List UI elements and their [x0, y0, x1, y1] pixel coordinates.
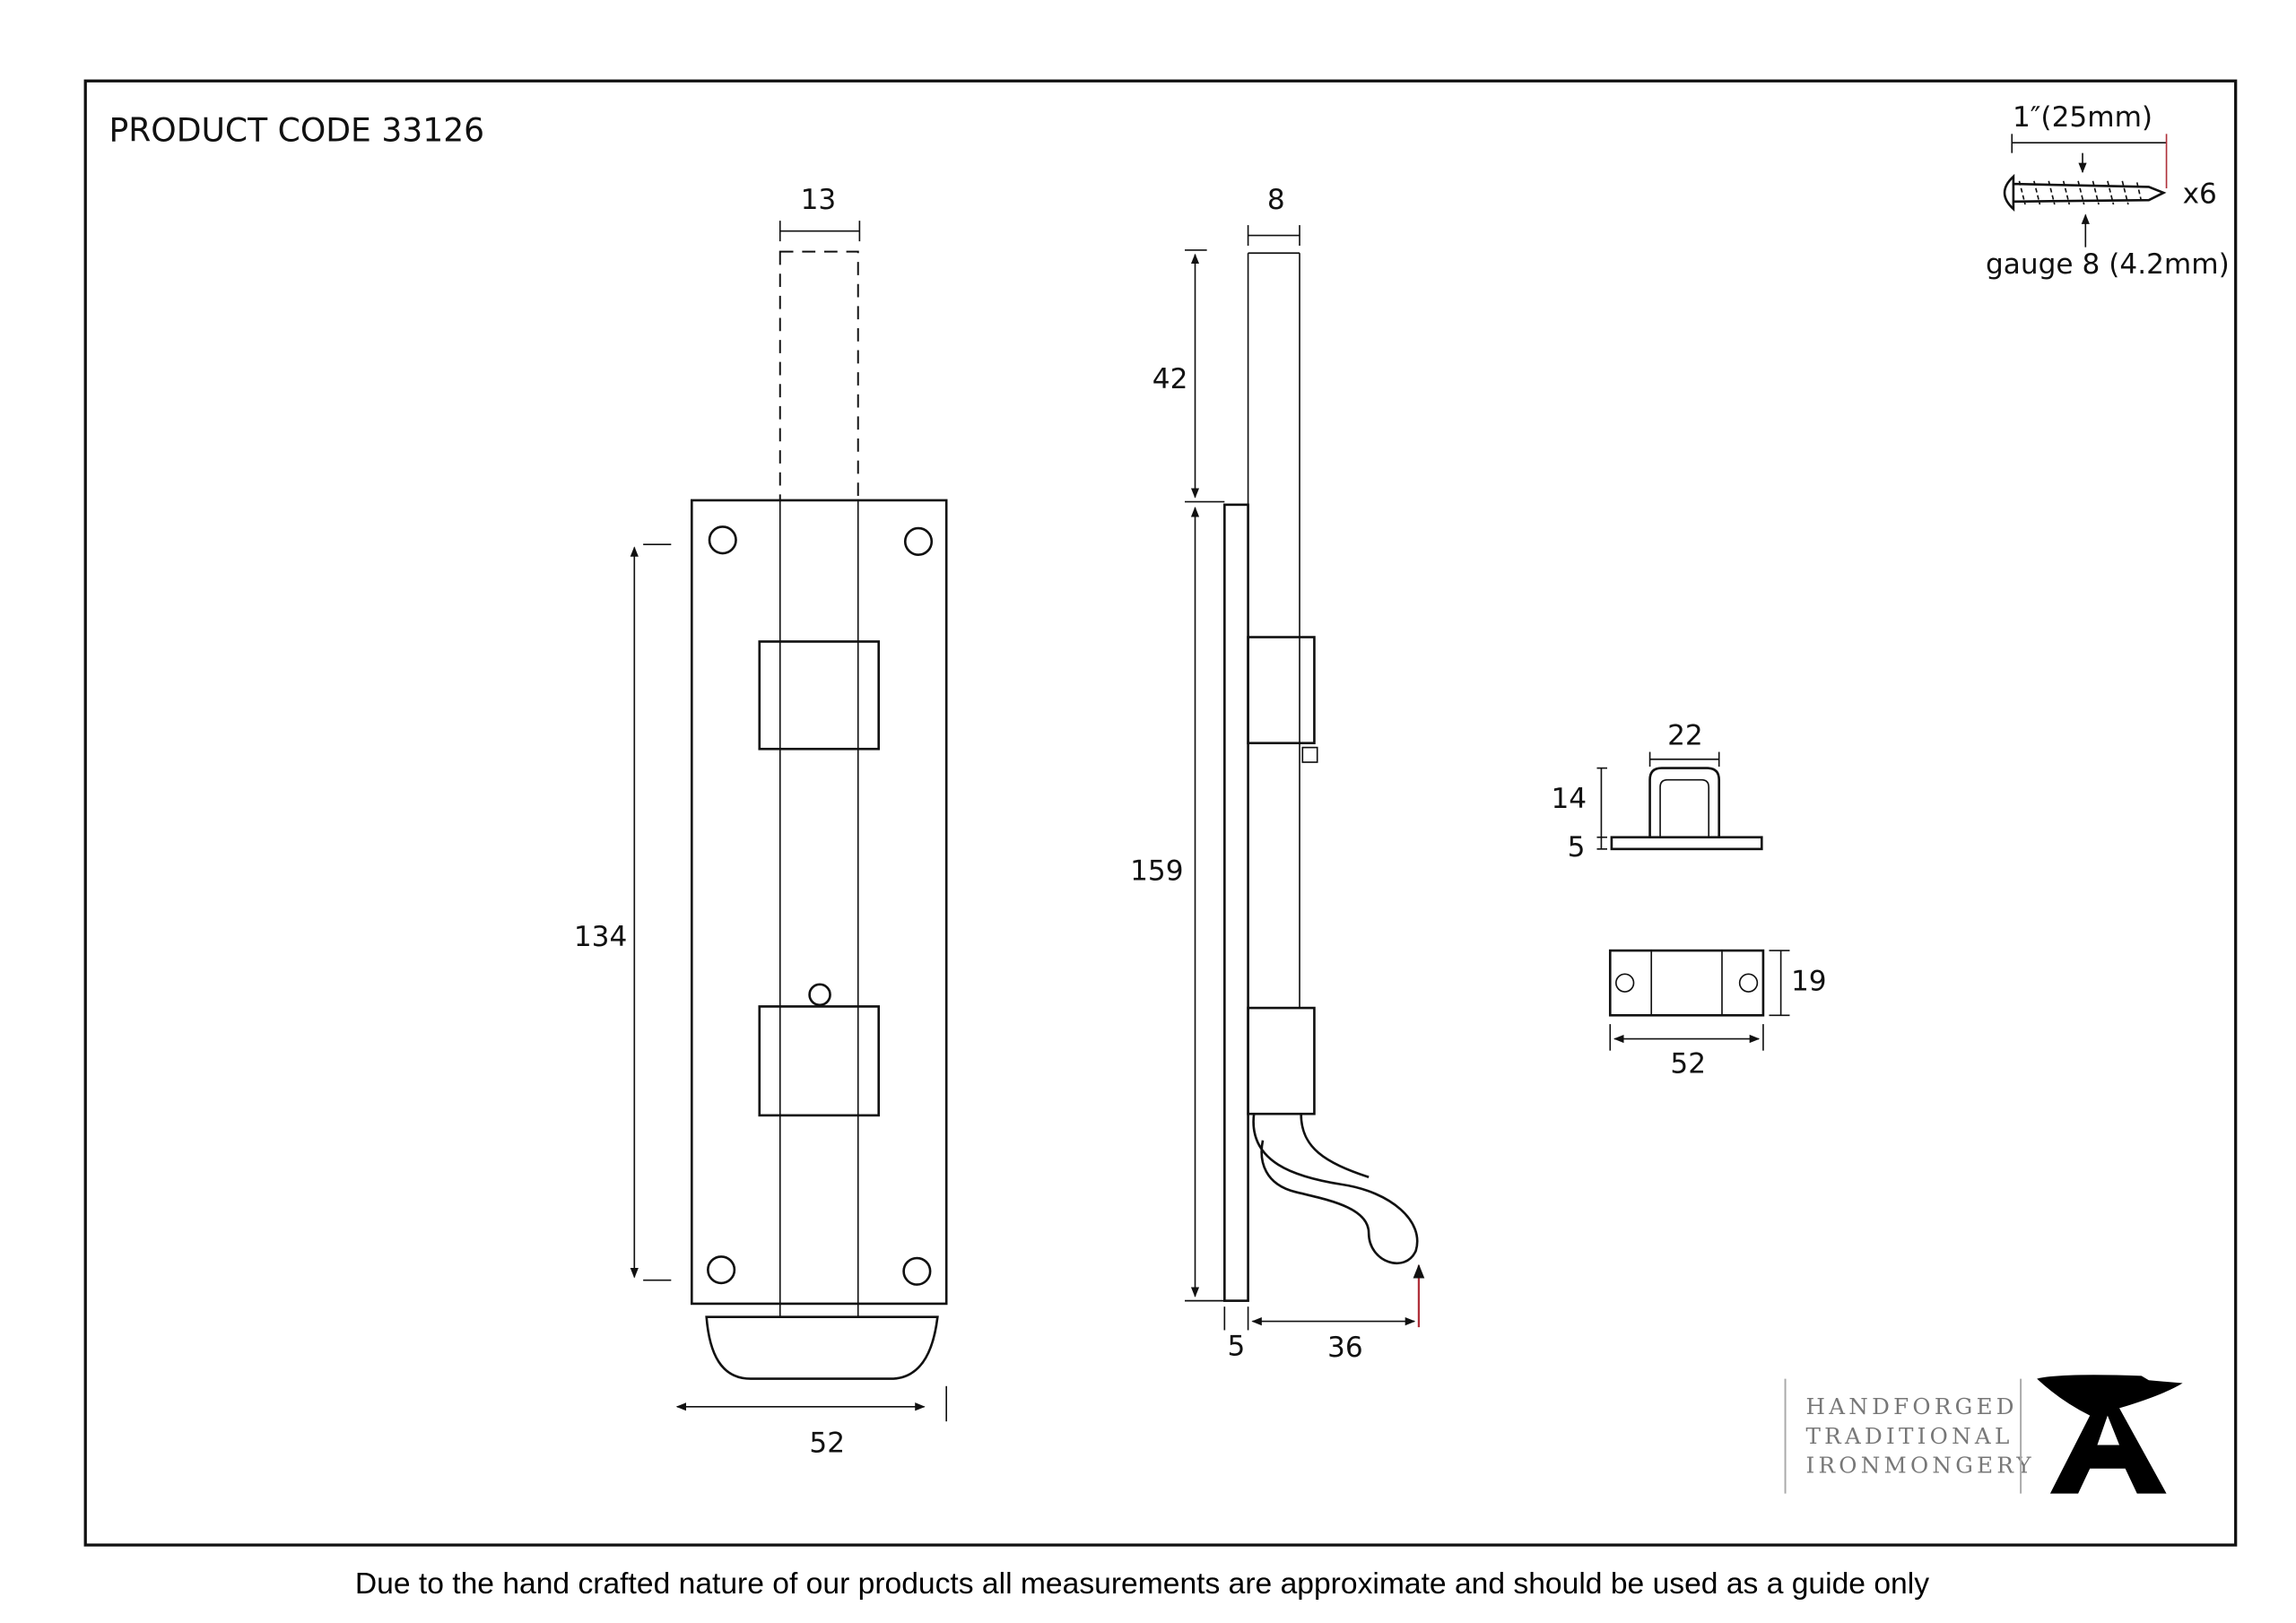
dim-keep-top-width: 22 [1667, 719, 1703, 751]
keep-views: 22 14 5 19 52 [1551, 719, 1826, 1080]
screw-icon [2003, 173, 2167, 213]
drawing-frame [83, 79, 2238, 1547]
dim-plate-width: 52 [809, 1428, 845, 1460]
bolt-extended-dashed [778, 250, 859, 501]
dim-plate-length: 159 [1130, 855, 1183, 887]
dim-keep-length: 52 [1670, 1047, 1706, 1080]
screw-hole [902, 1256, 932, 1286]
side-guide [1247, 1006, 1316, 1115]
dim-plate-thickness: 5 [1228, 1330, 1246, 1362]
bolt-handle [1252, 1114, 1419, 1265]
screw-hole [708, 525, 737, 555]
back-plate [690, 499, 948, 1306]
screw-hole [707, 1255, 736, 1285]
anvil-logo-icon [2037, 1375, 2183, 1494]
product-code: PRODUCT CODE 33126 [109, 111, 484, 150]
dim-handle-projection: 36 [1327, 1332, 1363, 1364]
dim-throw: 42 [1152, 363, 1188, 395]
brand-logo: HANDFORGED TRADITIONAL IRONMONGERY [1784, 1375, 2183, 1494]
front-view: 13 134 52 [574, 184, 948, 1460]
bolt-guide [758, 1005, 881, 1117]
footer-disclaimer: Due to the hand crafted nature of our pr… [355, 1567, 1929, 1601]
dim-fixing-centres: 134 [574, 921, 627, 953]
dim-keep-height: 14 [1551, 783, 1587, 815]
screw-gauge: gauge 8 (4.2mm) [1986, 248, 2230, 281]
screw-quantity: x6 [2183, 178, 2217, 210]
screw-length: 1″(25mm) [2013, 101, 2152, 134]
logo-line-1: HANDFORGED [1806, 1393, 2018, 1419]
bolt-foot [705, 1315, 939, 1380]
logo-line-3: IRONMONGERY [1806, 1453, 2035, 1479]
dim-keep-depth: 19 [1791, 965, 1827, 997]
dim-bolt-depth: 8 [1267, 184, 1285, 216]
logo-line-2: TRADITIONAL [1806, 1423, 2013, 1449]
dim-keep-base: 5 [1568, 831, 1586, 864]
bolt-knob [808, 983, 831, 1007]
screw-hole [903, 526, 934, 556]
side-guide [1247, 636, 1316, 745]
side-view: 8 42 159 5 36 [1130, 184, 1425, 1364]
bolt-guide [758, 640, 881, 751]
side-back-plate [1223, 503, 1249, 1302]
screw-spec: 1″(25mm) x6 gauge 8 (4.2mm) [1986, 101, 2230, 281]
dim-bolt-width: 13 [801, 184, 837, 216]
